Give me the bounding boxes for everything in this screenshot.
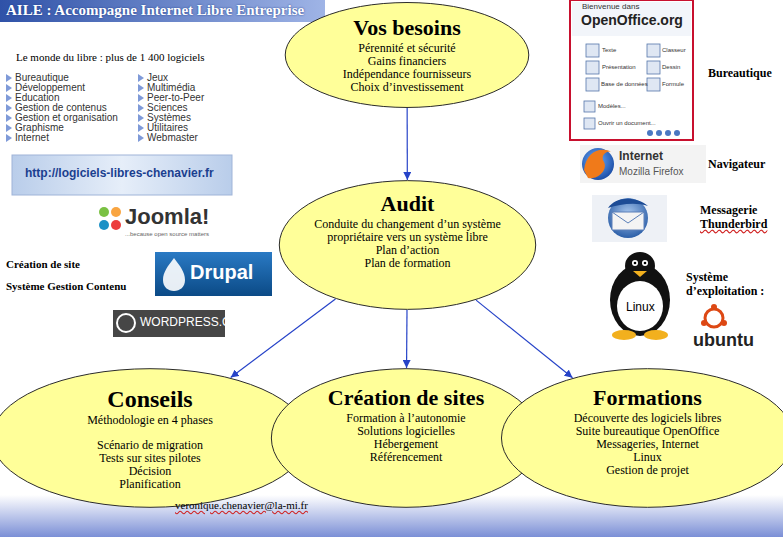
node-item: Hébergement	[306, 438, 506, 451]
menu-item: Formule	[662, 81, 684, 88]
logo-text: Joomla!	[125, 204, 209, 229]
side-label: Bureautique	[708, 67, 772, 81]
node-item: Conduite du changement d’un système prop…	[308, 218, 508, 244]
node-heading: Création de sites	[270, 386, 542, 410]
category-item: Graphisme	[5, 122, 64, 134]
category-item: Gestion de contenus	[5, 102, 107, 114]
ellipse-node: AuditConduite du changement d’un système…	[278, 180, 537, 310]
node-item: Découverte des logiciels libres	[538, 412, 758, 425]
logo-text: OpenOffice.org	[581, 12, 683, 28]
arrow-connector	[406, 310, 408, 368]
side-label: Thunderbird	[700, 218, 767, 232]
node-item: Décision	[40, 465, 260, 478]
menu-item: Texte	[602, 47, 616, 54]
menu-item: Ouvrir un document...	[598, 120, 656, 127]
category-item: Systèmes	[137, 112, 191, 124]
node-item: Suite bureautique OpenOffice	[538, 425, 758, 438]
logo-text: Drupal	[190, 261, 253, 284]
email: veronique.chenavier@la-mi.fr	[175, 499, 308, 512]
arrow-connector	[231, 299, 336, 378]
side-label: Système Gestion Contenu	[6, 280, 126, 293]
node-item: Messageries, Internet	[538, 438, 758, 451]
logo-text: Bienvenue dans	[582, 2, 639, 11]
category-item: Multimédia	[137, 82, 195, 94]
node-item: Scénario de migration	[40, 439, 260, 452]
logo-text: Mozilla Firefox	[619, 166, 683, 178]
logo-tagline: ...because open source matters	[125, 231, 209, 238]
category-item: Internet	[5, 132, 49, 144]
node-content: Création de sitesFormation à l’autonomie…	[270, 386, 542, 464]
node-item: Solutions logicielles	[306, 425, 506, 438]
category-item: Peer-to-Peer	[137, 92, 204, 104]
node-content: FormationsDécouverte des logiciels libre…	[500, 386, 783, 477]
node-heading: Conseils	[0, 386, 310, 412]
logo-text: Linux	[626, 301, 655, 315]
category-item: Développement	[5, 82, 85, 94]
node-item: Gains financiers	[317, 55, 497, 68]
category-item: Utilitaires	[137, 122, 188, 134]
category-item: Webmaster	[137, 132, 198, 144]
side-label: Système d’exploitation :	[686, 271, 782, 299]
side-label: Messagerie	[700, 204, 757, 218]
ellipse-node: FormationsDécouverte des logiciels libre…	[500, 368, 783, 508]
node-item: Planification	[40, 478, 260, 491]
node-item: Pérennité et sécurité	[317, 42, 497, 55]
category-item: Education	[5, 92, 59, 104]
node-content: Vos besoinsPérennité et sécuritéGains fi…	[284, 16, 530, 94]
ellipse-node: ConseilsMéthodologie en 4 phasesScénario…	[0, 368, 310, 508]
arrow-connector	[407, 108, 408, 180]
category-item: Bureautique	[5, 72, 69, 84]
node-item: Plan de formation	[308, 257, 508, 270]
menu-item: Classeur	[662, 47, 686, 54]
node-content: AuditConduite du changement d’un système…	[278, 192, 537, 270]
node-item: Méthodologie en 4 phases	[40, 414, 260, 427]
node-heading: Audit	[278, 192, 537, 216]
node-item: Choix d’investissement	[317, 81, 497, 94]
node-heading: Vos besoins	[284, 16, 530, 40]
menu-item: Modèles...	[598, 103, 626, 110]
diagram-title: AILE : Accompagne Internet Libre Entrepr…	[6, 2, 304, 19]
node-content: ConseilsMéthodologie en 4 phasesScénario…	[0, 386, 310, 491]
node-item: Formation à l’autonomie	[306, 412, 506, 425]
category-item: Gestion et organisation	[5, 112, 118, 124]
side-label: Création de site	[6, 258, 80, 271]
node-item: Indépendance fournisseurs	[317, 68, 497, 81]
menu-item: Présentation	[602, 64, 636, 71]
logo-text: ubuntu	[693, 330, 754, 351]
logo-text: Internet	[619, 150, 663, 164]
node-item: Plan d’action	[308, 244, 508, 257]
node-item: Tests sur sites pilotes	[40, 452, 260, 465]
ellipse-node: Vos besoinsPérennité et sécuritéGains fi…	[284, 2, 530, 108]
category-item: Sciences	[137, 102, 188, 114]
category-item: Jeux	[137, 72, 168, 84]
logo-text: WORDPRESS.ORG	[140, 316, 249, 330]
node-heading: Formations	[500, 386, 783, 410]
node-item: Gestion de projet	[538, 464, 758, 477]
node-item: Linux	[538, 451, 758, 464]
side-label: Navigateur	[708, 158, 765, 172]
url-banner: http://logiciels-libres-chenavier.fr	[25, 167, 214, 181]
heading-note: Le monde du libre : plus de 1 400 logici…	[16, 51, 205, 64]
menu-item: Dessin	[662, 64, 680, 71]
arrow-connector	[476, 300, 572, 378]
node-item: Référencement	[306, 451, 506, 464]
menu-item: Base de données	[601, 81, 648, 88]
